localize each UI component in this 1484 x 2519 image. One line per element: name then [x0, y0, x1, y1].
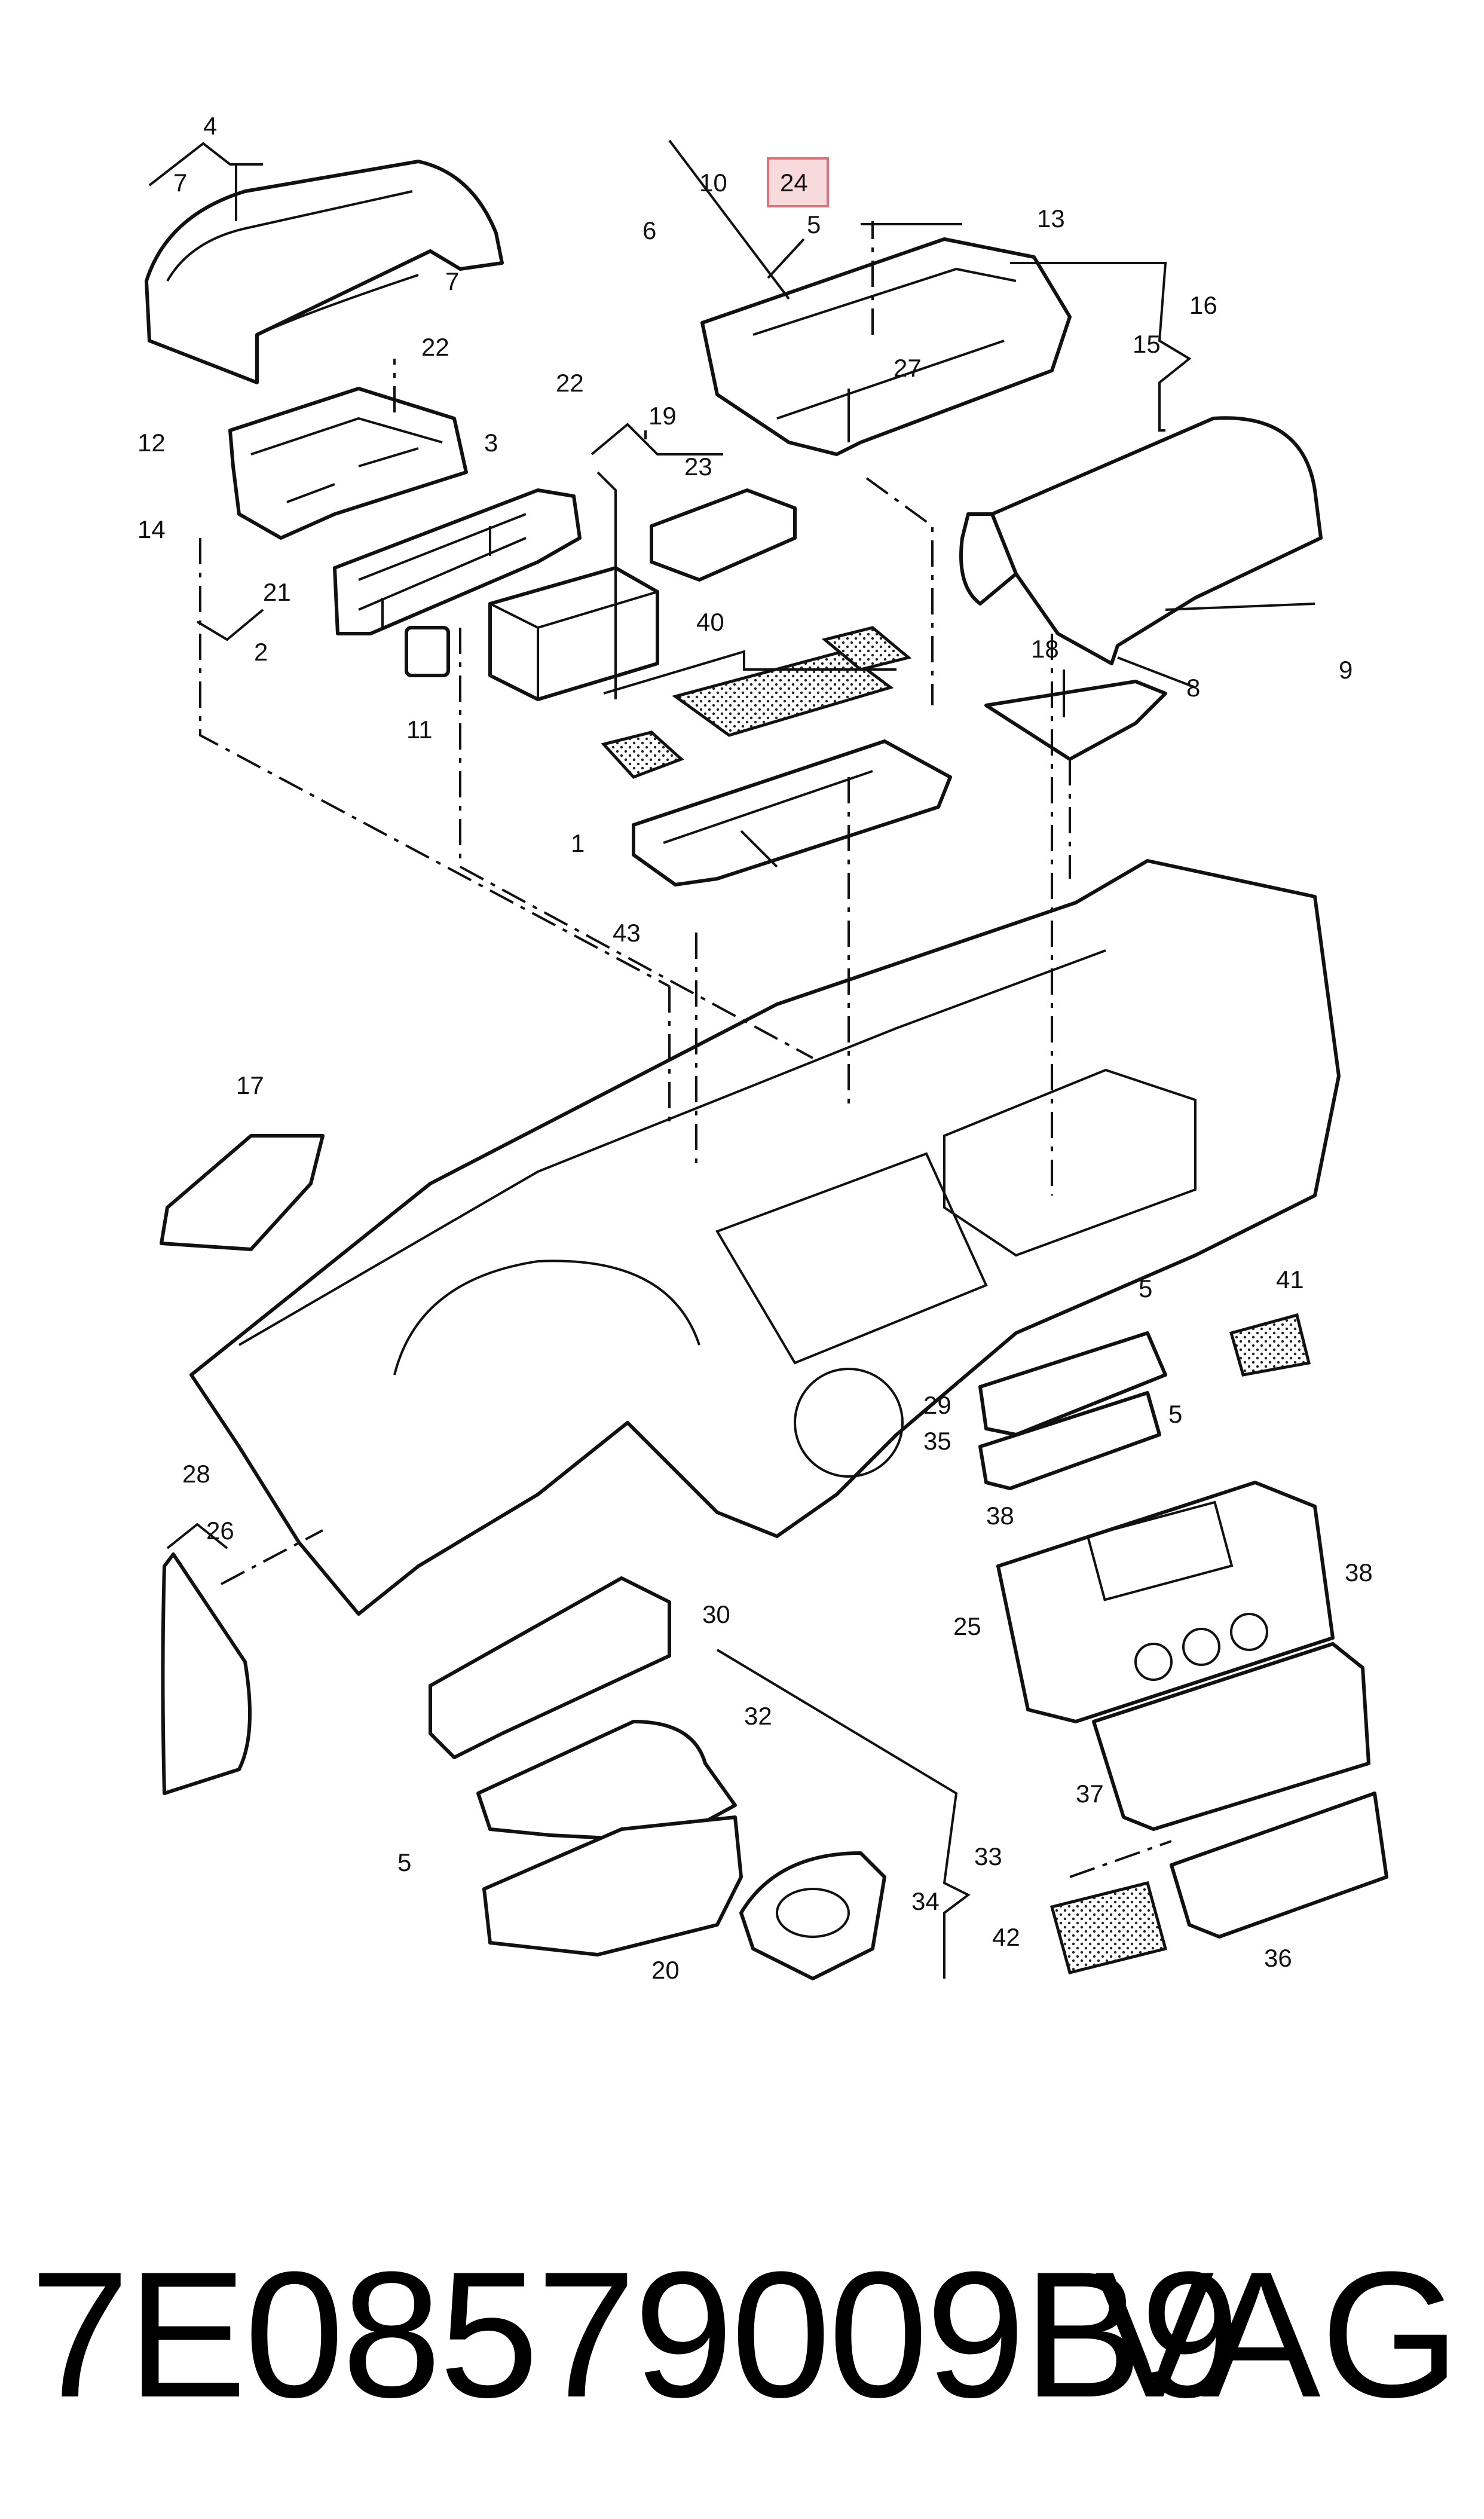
callout: 4 [203, 112, 217, 140]
callout: 32 [744, 1702, 772, 1730]
part-25-radio-fascia [996, 1481, 1335, 1723]
part-11-cap [405, 626, 450, 677]
callout: 33 [974, 1842, 1002, 1870]
callout: 5 [397, 1848, 411, 1876]
callout: 7 [445, 267, 459, 295]
part-16-glovebox-housing [700, 237, 1072, 456]
callout: 21 [263, 578, 291, 606]
part-18-vent-grille [984, 680, 1167, 761]
callout: 6 [642, 216, 656, 244]
part-42-mat [1049, 1881, 1168, 1975]
part-3-vent-frame [333, 488, 582, 635]
callout: 23 [684, 453, 712, 481]
callout: 8 [1186, 674, 1200, 702]
callout: 38 [1345, 1558, 1373, 1586]
part-19-storage-box [488, 566, 659, 701]
highlight-callout-24 [767, 157, 829, 207]
part-23-insert [650, 488, 797, 582]
part-37-cubby [1092, 1642, 1370, 1831]
callout: 3 [484, 429, 498, 457]
part-28-pillar-trim [161, 1552, 252, 1795]
brand-name: VAG [1094, 2234, 1460, 2435]
callout: 41 [1276, 1265, 1304, 1294]
callout: 29 [923, 1391, 951, 1419]
part-34-ring-trim [739, 1851, 886, 1980]
callout: 36 [1264, 1944, 1292, 1972]
callout: 5 [1139, 1274, 1152, 1303]
callout: 37 [1076, 1780, 1104, 1808]
callout: 26 [206, 1517, 234, 1545]
callout: 22 [556, 369, 584, 397]
callout: 27 [894, 354, 922, 382]
callout: 2 [254, 638, 268, 666]
callout: 42 [992, 1923, 1020, 1951]
part-40-mats [601, 626, 912, 779]
callout: 10 [699, 169, 727, 197]
callout: 20 [651, 1956, 680, 1984]
part-number: 7E08579009B9 [30, 2234, 1240, 2435]
callout: 40 [696, 608, 724, 636]
dashboard-carrier [189, 859, 1341, 1616]
exploded-parts-diagram: 4 7 7 6 10 24 5 13 16 15 27 22 12 3 14 2… [137, 112, 1388, 1984]
part-41-mat [1229, 1313, 1311, 1377]
callout: 13 [1037, 204, 1065, 233]
part-35-bracket [978, 1391, 1161, 1490]
assembly-lines [199, 221, 1172, 1878]
part-8-glovebox-lid [959, 416, 1323, 665]
callout: 14 [137, 515, 166, 543]
callout: 28 [182, 1460, 210, 1488]
callout: 15 [1133, 330, 1161, 358]
callout: 22 [421, 333, 449, 361]
callout: 16 [1189, 291, 1217, 319]
part-30-steering-cover [429, 1576, 671, 1759]
part-29-switch-bracket [978, 1331, 1167, 1436]
callout: 18 [1031, 635, 1059, 663]
callout: 30 [702, 1600, 730, 1628]
callout: 25 [953, 1612, 981, 1640]
callout: 11 [406, 716, 433, 744]
callout: 1 [571, 829, 585, 857]
callout: 34 [911, 1887, 940, 1915]
leader-lines [148, 139, 1315, 1979]
callout: 35 [923, 1427, 951, 1455]
callout: 5 [807, 210, 821, 239]
part-1-tray [632, 739, 952, 886]
part-17-vent-grille [160, 1134, 325, 1251]
callout-labels: 4 7 7 6 10 24 5 13 16 15 27 22 12 3 14 2… [137, 112, 1373, 1984]
part-2-bracket [228, 387, 468, 540]
callout: 17 [236, 1071, 264, 1099]
callout: 43 [613, 919, 641, 947]
callout: 5 [1168, 1400, 1182, 1428]
callout: 9 [1339, 656, 1353, 684]
callout: 7 [173, 169, 187, 197]
callout-24: 24 [780, 169, 808, 197]
callout: 38 [986, 1502, 1014, 1530]
callout: 19 [648, 402, 677, 430]
part-33-lower-shroud [482, 1815, 743, 1956]
callout: 12 [137, 429, 166, 457]
part-36-ashtray-box [1170, 1792, 1388, 1939]
